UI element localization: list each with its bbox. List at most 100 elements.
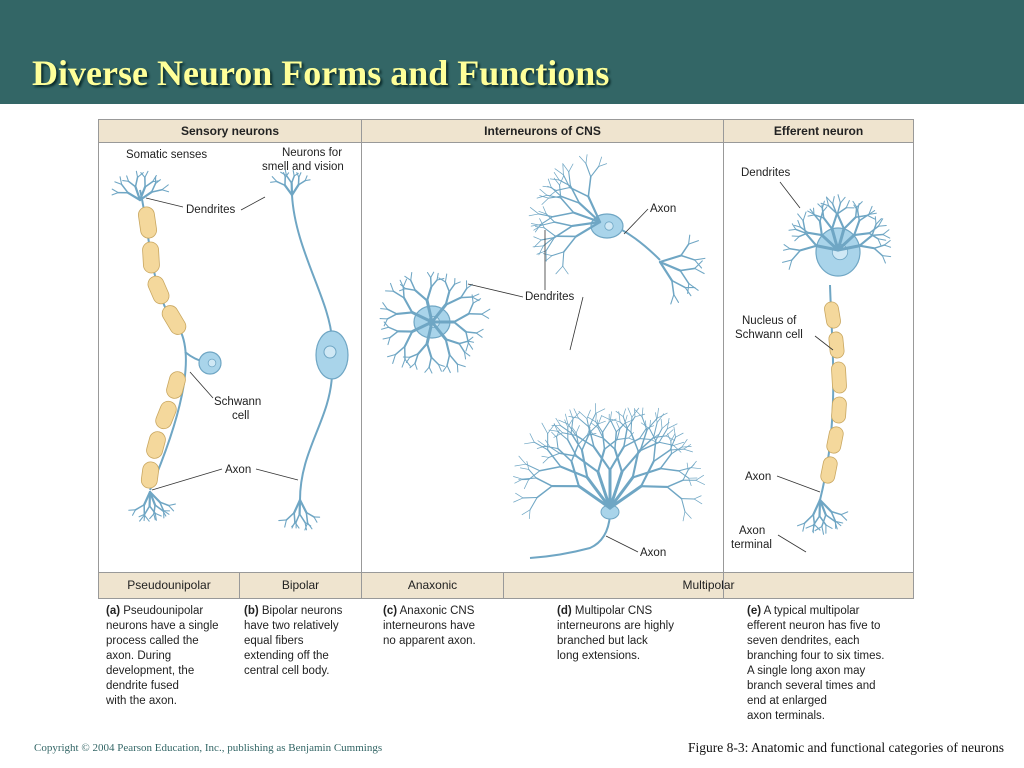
interneuron-dendrites xyxy=(534,226,545,229)
efferent-axon-terminals xyxy=(818,498,833,513)
caption-e-line-4: branching four to six times. xyxy=(747,650,885,662)
anaxonic-dendrites xyxy=(481,308,491,315)
multipolar-dendritic-tree xyxy=(660,418,663,429)
multipolar-dendritic-tree xyxy=(596,470,612,510)
anaxonic-dendrites xyxy=(404,358,411,367)
bipolar-dendrites xyxy=(290,183,300,197)
interneuron-dendrites xyxy=(555,265,564,275)
interneuron-dendrites xyxy=(562,163,570,173)
efferent-dendrites xyxy=(836,233,856,252)
multipolar-dendritic-tree xyxy=(641,407,644,418)
anaxonic-dendrites xyxy=(383,318,388,327)
anaxonic-dendrites xyxy=(444,296,462,306)
multipolar-dendritic-tree xyxy=(652,449,671,463)
multipolar-dendritic-tree xyxy=(667,433,672,442)
efferent-dendrites xyxy=(867,214,876,220)
pseudounipolar-terminals xyxy=(148,505,157,515)
pseudounipolar-terminals xyxy=(143,505,151,516)
multipolar-dendritic-tree xyxy=(623,437,641,448)
multipolar-dendritic-tree xyxy=(655,428,663,442)
label-dendrites-interneuron: Dendrites xyxy=(525,291,575,303)
divider-sensory xyxy=(361,120,362,598)
anaxonic-dendrites xyxy=(446,354,451,367)
multipolar-dendritic-tree xyxy=(548,429,558,432)
anaxonic-dendrites xyxy=(404,287,416,292)
multipolar-dendritic-tree xyxy=(658,428,668,443)
efferent-schwann-sheath xyxy=(831,361,847,394)
anaxonic-dendrites xyxy=(437,363,442,372)
efferent-dendrites xyxy=(853,232,871,237)
efferent-dendrites xyxy=(814,244,840,252)
caption-e-line-3: seven dendrites, each xyxy=(747,635,860,647)
anaxonic-dendrites xyxy=(410,272,413,281)
leader-dendrites-a2 xyxy=(240,196,266,211)
anaxonic-dendrites xyxy=(417,342,429,355)
multipolar-dendritic-tree xyxy=(682,511,686,522)
anaxonic-dendrites xyxy=(426,271,432,279)
interneuron-axon-branches xyxy=(680,243,690,257)
anaxonic-dendrites xyxy=(386,313,398,320)
caption-e-line-6: branch several times and xyxy=(747,680,876,692)
efferent-dendrites xyxy=(881,255,892,258)
multipolar-dendritic-tree xyxy=(681,498,686,513)
interneuron-dendrites xyxy=(587,176,592,198)
efferent-dendrites xyxy=(793,224,801,228)
interneuron-dendrites xyxy=(542,206,547,215)
caption-b: (b) Bipolar neurons have two relatively … xyxy=(244,604,362,679)
anaxonic-dendrites xyxy=(414,362,418,370)
multipolar-dendritic-tree xyxy=(602,421,610,433)
caption-e: (e) A typical multipolar efferent neuron… xyxy=(747,604,922,724)
anaxonic-dendrites xyxy=(382,302,388,310)
somatic-dendrites xyxy=(111,192,119,196)
interneuron-dendrites xyxy=(551,251,565,257)
anaxonic-dendrites xyxy=(467,336,474,342)
efferent-dendrites xyxy=(877,238,887,241)
multipolar-dendritic-tree xyxy=(653,435,667,439)
interneuron-dendrites xyxy=(553,221,574,227)
anaxonic-dendrites xyxy=(444,273,448,283)
multipolar-dendritic-tree xyxy=(577,417,590,428)
anaxonic-dendrites xyxy=(428,366,433,374)
efferent-dendrites xyxy=(853,219,861,237)
anaxonic-dendrites xyxy=(452,312,470,324)
caption-c-line-3: no apparent axon. xyxy=(383,635,476,647)
caption-b-line-5: central cell body. xyxy=(244,665,330,677)
caption-d-letter: (d) xyxy=(557,605,572,617)
multipolar-dendritic-tree xyxy=(573,408,579,419)
anaxonic-dendrites xyxy=(460,296,473,299)
anaxonic-dendrites xyxy=(438,277,446,283)
multipolar-dendritic-tree xyxy=(570,418,574,434)
efferent-dendrites xyxy=(883,244,892,248)
efferent-dendrites xyxy=(791,223,797,230)
caption-d-line-3: branched but lack xyxy=(557,635,648,647)
interneuron-dendrites xyxy=(571,220,602,228)
interneuron-dendrites xyxy=(542,253,553,256)
interneuron-dendrites xyxy=(532,245,544,248)
efferent-dendrites xyxy=(821,200,825,209)
efferent-dendrites xyxy=(873,244,886,250)
multipolar-dendritic-tree xyxy=(630,416,633,433)
interneuron-axon-branches xyxy=(680,254,696,261)
bipolar-terminals xyxy=(285,511,295,521)
pseudounipolar-terminals xyxy=(143,514,150,522)
efferent-axon-terminals xyxy=(813,524,821,531)
efferent-schwann-sheath xyxy=(826,426,844,454)
anaxonic-dendrites xyxy=(409,279,416,292)
efferent-schwann-sheath xyxy=(831,396,847,424)
bipolar-axon xyxy=(299,374,333,501)
caption-b-line-2: have two relatively xyxy=(244,620,339,632)
multipolar-dendritic-tree xyxy=(615,422,626,433)
interneuron-dendrites xyxy=(560,195,581,204)
leader-schwann xyxy=(189,371,214,399)
efferent-dendrites xyxy=(854,214,869,219)
interneuron-dendrites xyxy=(585,162,592,178)
interneuron-axon-branches xyxy=(694,259,703,269)
pseudounipolar-terminals xyxy=(154,504,164,512)
multipolar-dendritic-tree xyxy=(585,476,612,510)
caption-a: (a) Pseudounipolar neurons have a single… xyxy=(106,604,240,709)
multipolar-dendritic-tree xyxy=(528,468,537,479)
multipolar-dendritic-tree xyxy=(570,460,580,488)
somatic-dendrites xyxy=(138,185,147,202)
caption-b-line-4: extending off the xyxy=(244,650,329,662)
